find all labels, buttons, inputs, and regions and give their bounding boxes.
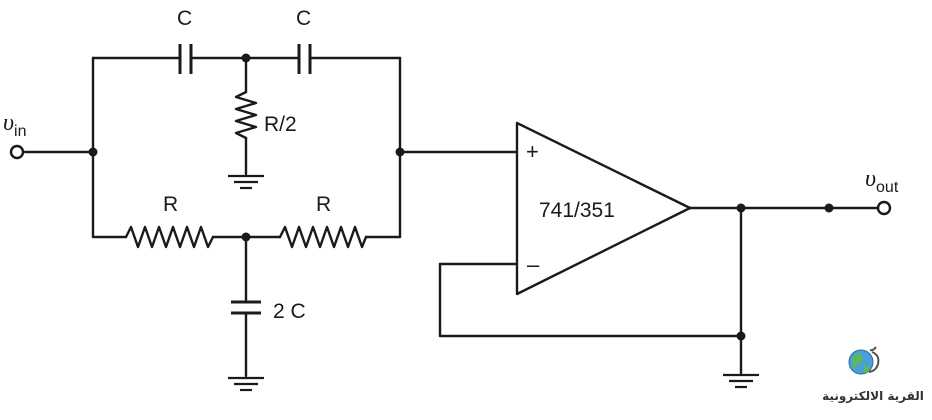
watermark-text: القرية الالكترونية — [822, 389, 924, 404]
top-left-capacitor-label: C — [177, 7, 192, 30]
bottom-right-resistor-label: R — [316, 193, 331, 216]
top-right-capacitor-label: C — [296, 7, 311, 30]
input-terminal — [9, 144, 25, 160]
bottom-left-resistor-label: R — [163, 193, 178, 216]
output-and-feedback — [438, 200, 892, 389]
output-terminal — [876, 200, 892, 216]
opamp-part-label: 741/351 — [539, 199, 615, 222]
watermark-logo: القرية الالكترونية — [822, 346, 924, 404]
opamp-inverting-sign: – — [527, 252, 540, 277]
globe-icon — [848, 346, 880, 375]
top-t-network — [91, 44, 402, 190]
opamp-noninverting-sign: + — [526, 139, 539, 164]
input-label: υin — [3, 110, 26, 140]
bottom-t-network — [91, 225, 402, 392]
opamp — [515, 121, 692, 296]
input-node — [9, 56, 98, 239]
shunt-capacitor-label: 2 C — [273, 300, 306, 323]
shunt-resistor-label: R/2 — [264, 113, 297, 136]
output-node-of-twin-t — [395, 56, 519, 239]
output-label: υout — [865, 166, 899, 196]
